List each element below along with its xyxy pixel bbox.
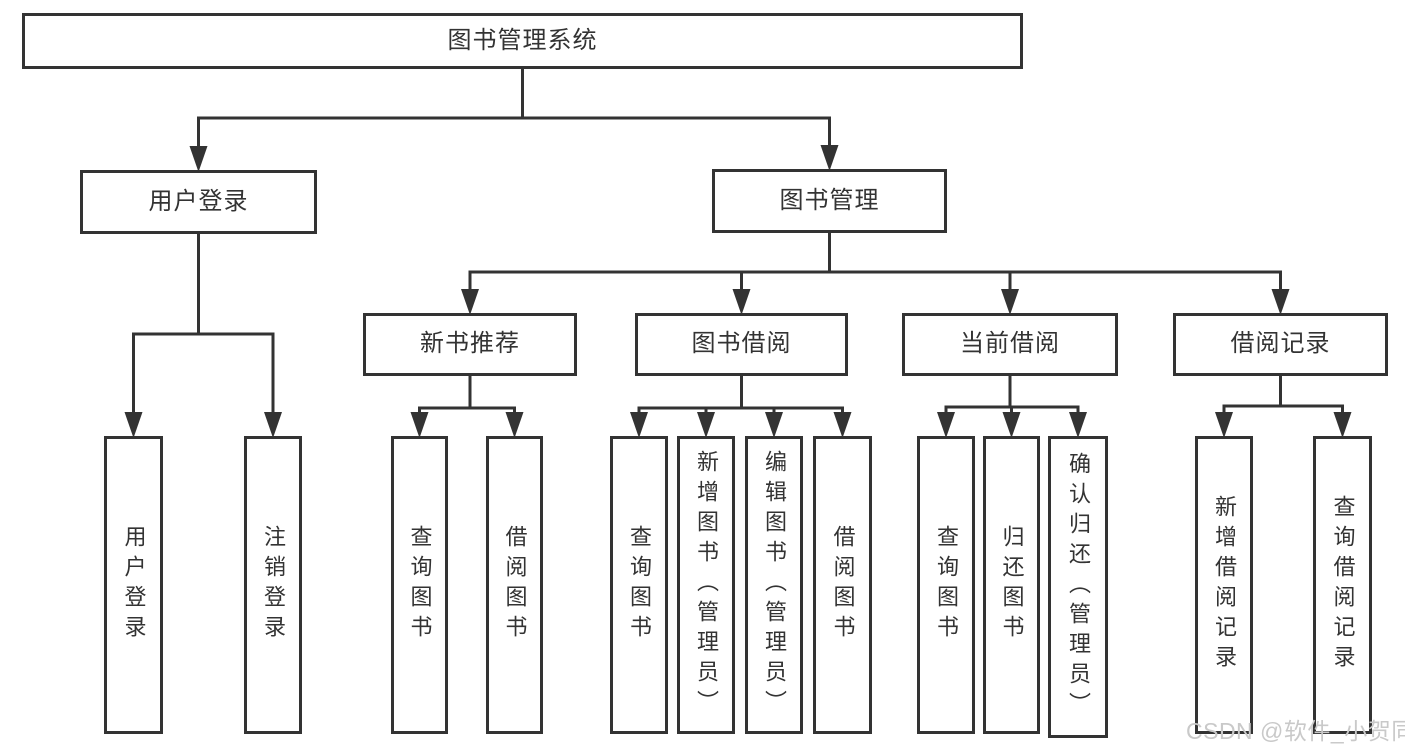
node-search-borrow-record: 查询借阅记录 xyxy=(1313,436,1372,734)
node-label-search-borrow-record: 查询借阅记录 xyxy=(1330,495,1356,675)
node-add-borrow-record: 新增借阅记录 xyxy=(1195,436,1253,734)
node-label-edit-books-admin: 编辑图书（管理员） xyxy=(762,450,787,720)
node-new-book-recommend: 新书推荐 xyxy=(363,313,577,376)
node-label-search-books-borrow: 查询图书 xyxy=(627,525,652,645)
arrowhead-add-borrow-record xyxy=(1215,412,1233,438)
node-user-login: 用户登录 xyxy=(80,170,317,234)
node-label-add-books-admin: 新增图书（管理员） xyxy=(694,450,719,720)
arrowhead-new-book-recommend xyxy=(461,289,479,315)
arrowhead-current-borrow xyxy=(1001,289,1019,315)
arrowhead-edit-books-admin xyxy=(765,412,783,438)
edge-new-book-recommend xyxy=(410,374,524,438)
node-label-search-books-current: 查询图书 xyxy=(934,525,959,645)
edge-user-login xyxy=(124,232,282,438)
node-label-book-borrow: 图书借阅 xyxy=(691,330,792,358)
edge-borrow-records xyxy=(1215,374,1352,438)
edge-book-borrow xyxy=(630,374,852,438)
arrowhead-borrow-records xyxy=(1271,289,1290,315)
arrowhead-return-books xyxy=(1002,412,1021,438)
arrowhead-search-books-recommend xyxy=(410,412,429,438)
arrowhead-add-books-admin xyxy=(697,412,715,438)
arrowhead-borrow-books-recommend xyxy=(505,412,524,438)
node-label-return-books: 归还图书 xyxy=(999,525,1025,645)
node-logout: 注销登录 xyxy=(244,436,302,734)
node-label-borrow-books-borrow: 借阅图书 xyxy=(830,525,856,645)
watermark-text: CSDN @软件_小贺同学 xyxy=(1186,718,1405,744)
arrowhead-book-borrow xyxy=(732,289,751,315)
edge-library-system xyxy=(189,67,839,172)
node-borrow-books-borrow: 借阅图书 xyxy=(813,436,872,734)
node-library-system: 图书管理系统 xyxy=(22,13,1023,69)
node-search-books-current: 查询图书 xyxy=(917,436,975,734)
node-search-books-borrow: 查询图书 xyxy=(610,436,668,734)
node-label-login: 用户登录 xyxy=(121,525,147,645)
node-label-new-book-recommend: 新书推荐 xyxy=(420,330,520,358)
node-label-add-borrow-record: 新增借阅记录 xyxy=(1212,495,1237,675)
edge-book-management xyxy=(461,231,1290,315)
arrowhead-borrow-books-borrow xyxy=(833,412,852,438)
node-label-user-login: 用户登录 xyxy=(148,187,249,215)
node-login: 用户登录 xyxy=(104,436,163,734)
node-label-logout: 注销登录 xyxy=(261,525,286,645)
node-label-current-borrow: 当前借阅 xyxy=(960,330,1060,358)
node-current-borrow: 当前借阅 xyxy=(902,313,1118,376)
node-label-borrow-books-recommend: 借阅图书 xyxy=(502,525,528,645)
node-borrow-records: 借阅记录 xyxy=(1173,313,1388,376)
node-label-confirm-return-admin: 确认归还（管理员） xyxy=(1066,452,1091,722)
arrowhead-login xyxy=(124,412,143,438)
node-search-books-recommend: 查询图书 xyxy=(391,436,448,734)
node-label-book-management: 图书管理 xyxy=(779,186,880,214)
arrowhead-book-management xyxy=(820,145,839,171)
arrowhead-confirm-return-admin xyxy=(1069,412,1087,438)
arrowhead-logout xyxy=(264,412,282,438)
node-label-library-system: 图书管理系统 xyxy=(447,26,598,54)
node-label-search-books-recommend: 查询图书 xyxy=(407,525,433,645)
node-confirm-return-admin: 确认归还（管理员） xyxy=(1048,436,1108,738)
arrowhead-user-login xyxy=(189,146,208,172)
node-book-management: 图书管理 xyxy=(712,169,947,233)
node-edit-books-admin: 编辑图书（管理员） xyxy=(745,436,803,734)
node-book-borrow: 图书借阅 xyxy=(635,313,848,376)
arrowhead-search-borrow-record xyxy=(1333,412,1352,438)
arrowhead-search-books-current xyxy=(937,412,955,438)
arrowhead-search-books-borrow xyxy=(630,412,648,438)
node-borrow-books-recommend: 借阅图书 xyxy=(486,436,543,734)
node-label-borrow-records: 借阅记录 xyxy=(1230,330,1331,358)
node-add-books-admin: 新增图书（管理员） xyxy=(677,436,735,734)
edge-current-borrow xyxy=(937,374,1087,438)
node-return-books: 归还图书 xyxy=(983,436,1040,734)
